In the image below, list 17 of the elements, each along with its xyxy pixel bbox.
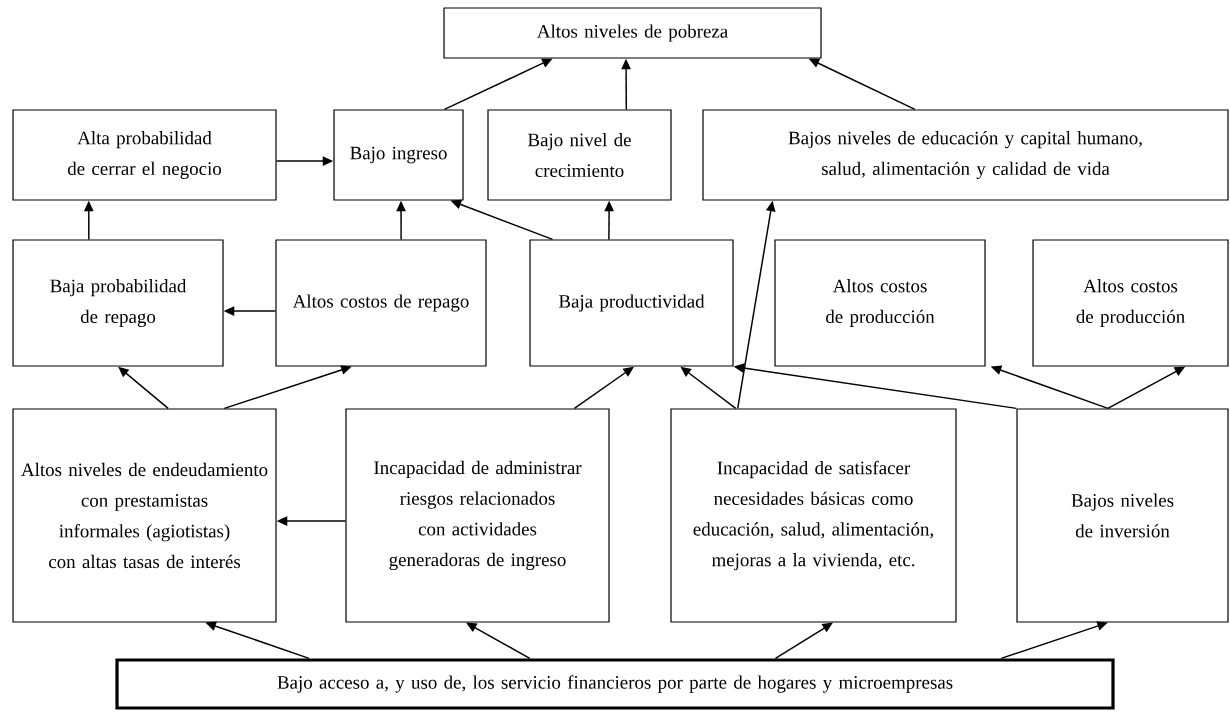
process-box: Alta probabilidad de cerrar el negocio <box>12 109 277 201</box>
process-box: Altos costos de producción <box>774 239 986 367</box>
process-box: Altos costos de producción <box>1032 239 1229 367</box>
process-box: Bajo ingreso <box>333 109 464 201</box>
process-box: Baja probabilidad de repago <box>12 239 224 367</box>
process-box: Altos niveles de endeudamiento con prestamistas informales (agiotistas) con altas tasas de interés <box>12 408 277 623</box>
process-box: Baja productividad <box>529 239 734 367</box>
process-box: Bajos niveles de educación y capital humano, salud, alimentación y calidad de vida <box>702 109 1229 201</box>
process-box: Bajos niveles de inversión <box>1016 408 1229 623</box>
process-box: Bajo acceso a, y uso de, los servicio financieros por parte de hogares y microempresas <box>115 658 1115 710</box>
arrow <box>466 622 531 660</box>
process-box: Incapacidad de satisfacer necesidades básicas como educación, salud, alimentación, mejoras a la vivienda, etc. <box>670 408 957 623</box>
process-box: Incapacidad de administrar riesgos relacionados con actividades generadoras de ingreso <box>345 408 610 623</box>
process-box: Altos costos de repago <box>275 239 487 367</box>
process-box: Altos niveles de pobreza <box>443 7 822 59</box>
arrow <box>573 366 634 410</box>
process-box: Bajo nivel de crecimiento <box>487 109 672 201</box>
